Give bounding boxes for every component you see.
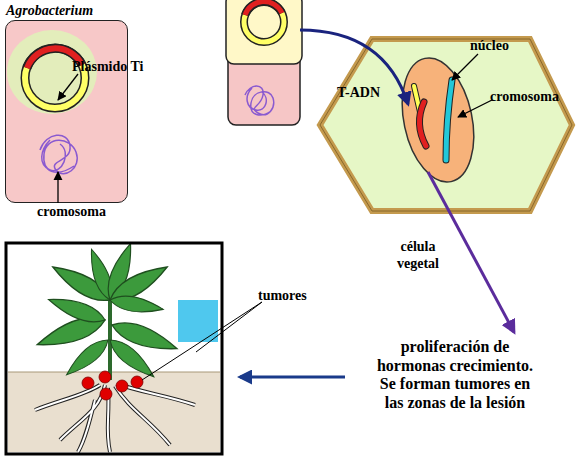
part-label: Plásmido Ti <box>72 58 152 75</box>
leader-line <box>196 302 262 352</box>
bacterium-cell: AgrobacteriumPlásmido Ti <box>5 20 128 203</box>
plant-cell: célula vegetalnúcleo <box>316 35 576 215</box>
leaf <box>46 292 108 328</box>
illustration-frame <box>6 243 222 454</box>
tumors <box>82 371 143 400</box>
leader-line <box>142 302 262 380</box>
plant-illustration <box>6 241 222 454</box>
plasmid-ring <box>244 2 284 42</box>
t-dna-segment <box>245 2 282 15</box>
soil-line <box>8 372 220 373</box>
plant-stem <box>108 298 112 380</box>
cell-nucleus: núcleo <box>398 52 478 188</box>
part-label: tumores <box>258 287 328 304</box>
cell-wall-edge <box>320 39 572 211</box>
blue-patch <box>178 300 218 342</box>
cell-label: célula vegetal <box>384 238 452 272</box>
small-bacterium <box>226 0 302 125</box>
cell-nucleus-outline <box>398 52 478 188</box>
bacterial-chromosome <box>245 86 274 115</box>
part-label: cromosoma <box>490 88 576 105</box>
tumor <box>131 376 143 388</box>
leaves <box>34 241 180 383</box>
soil <box>8 372 220 452</box>
leaf <box>109 293 165 317</box>
arrow-label: T-ADN <box>337 84 397 101</box>
tumor <box>82 377 94 389</box>
leaf <box>105 334 158 382</box>
process-note: proliferación de hormonas crecimiento. S… <box>371 338 539 412</box>
roots <box>35 384 195 452</box>
organism-name: Agrobacterium <box>6 2 136 19</box>
plasmid-ring <box>244 2 284 42</box>
root-fill <box>35 384 195 452</box>
part-label: cromosoma <box>37 203 127 220</box>
t-dna-segment <box>245 2 282 15</box>
tumor <box>100 388 112 400</box>
tumor <box>116 380 128 392</box>
process-arrow <box>240 376 345 379</box>
root-outline <box>35 384 195 452</box>
tumor <box>99 371 111 383</box>
part-label: núcleo <box>470 37 530 54</box>
cell-wall <box>320 39 572 211</box>
bacterium-body <box>226 0 302 64</box>
nucleus-membrane <box>392 51 485 188</box>
